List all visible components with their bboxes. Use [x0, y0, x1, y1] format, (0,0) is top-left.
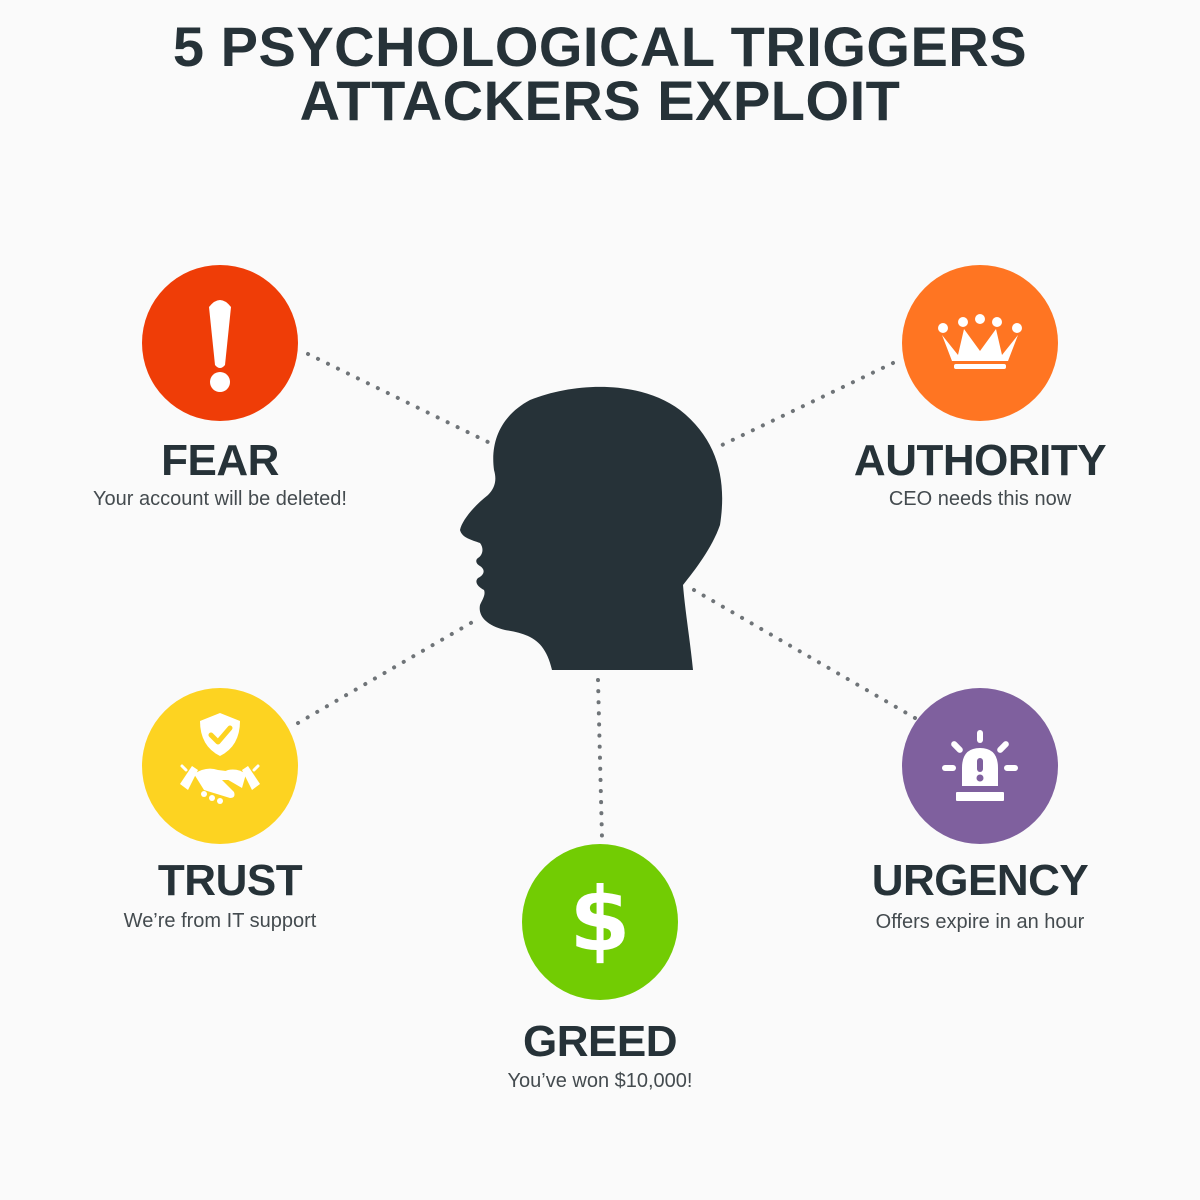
crown-icon — [938, 314, 1022, 369]
head-silhouette-icon — [460, 386, 723, 670]
greed-label: GREED — [523, 1017, 677, 1066]
fear-circle — [142, 265, 298, 421]
urgency-label: URGENCY — [871, 856, 1089, 905]
connector-greed — [596, 678, 604, 840]
trust-circle — [142, 688, 298, 844]
connector-authority — [720, 361, 895, 447]
connector-trust — [296, 618, 478, 725]
title-line-2: ATTACKERS EXPLOIT — [299, 69, 901, 132]
greed-description: You’ve won $10,000! — [507, 1070, 693, 1092]
authority-description: CEO needs this now — [888, 488, 1072, 510]
trust-label: TRUST — [157, 856, 303, 905]
fear-label: FEAR — [161, 436, 279, 485]
greed-circle: $ — [522, 844, 678, 1000]
dollar-icon: $ — [569, 868, 630, 971]
urgency-circle — [902, 688, 1058, 844]
siren-alarm-icon — [942, 730, 1018, 801]
svg-text:$: $ — [569, 868, 630, 971]
urgency-description: Offers expire in an hour — [875, 911, 1085, 933]
title-line-1: 5 PSYCHOLOGICAL TRIGGERS — [172, 15, 1028, 78]
authority-circle — [902, 265, 1058, 421]
exclamation-icon — [209, 300, 231, 392]
connector-fear — [306, 352, 492, 445]
fear-description: Your account will be deleted! — [93, 488, 347, 510]
authority-label: AUTHORITY — [853, 436, 1107, 485]
trust-description: We’re from IT support — [123, 910, 317, 932]
shield-handshake-icon — [180, 713, 260, 804]
page-title: 5 PSYCHOLOGICAL TRIGGERS ATTACKERS EXPLO… — [0, 15, 1200, 132]
connector-urgency — [692, 588, 917, 720]
